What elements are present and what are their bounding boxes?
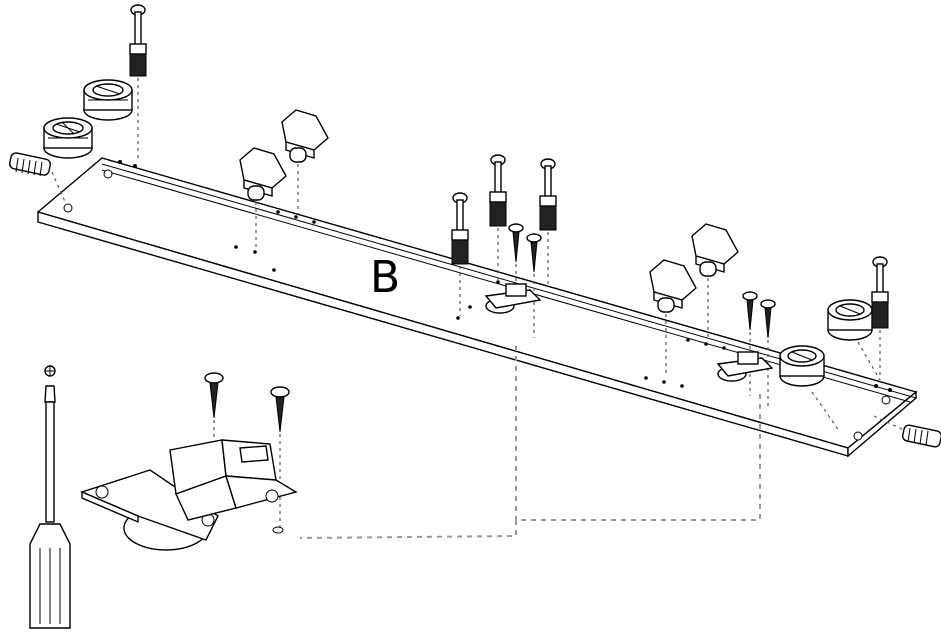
connector-bolt-5 — [871, 256, 889, 380]
connector-bolt-3 — [489, 154, 507, 280]
part-label: B — [370, 252, 401, 303]
hinge-small-2 — [716, 351, 774, 382]
hinge-small-1 — [484, 283, 542, 314]
wood-screw-4 — [760, 299, 776, 406]
wood-screw-2 — [526, 233, 542, 338]
shelf-board — [36, 157, 918, 458]
shelf-support-2 — [281, 109, 329, 214]
connector-bolt-2 — [451, 192, 469, 316]
connector-bolt-4 — [539, 158, 557, 288]
wood-screw-3 — [742, 291, 758, 396]
connector-bolt-1 — [129, 4, 147, 160]
shelf-support-3 — [649, 259, 697, 376]
shelf-support-4 — [691, 223, 739, 340]
dowel-left — [9, 152, 67, 205]
cam-lock-2 — [83, 79, 133, 121]
hinge-guide-lines — [299, 346, 761, 539]
wood-screw-6 — [270, 386, 290, 528]
hinge-detail — [80, 439, 298, 551]
cam-lock-4 — [827, 299, 881, 381]
shelf-support-1 — [239, 147, 287, 250]
phillips-screwdriver-icon — [29, 365, 71, 629]
cam-lock-1 — [43, 117, 93, 159]
cam-lock-3 — [779, 345, 841, 433]
